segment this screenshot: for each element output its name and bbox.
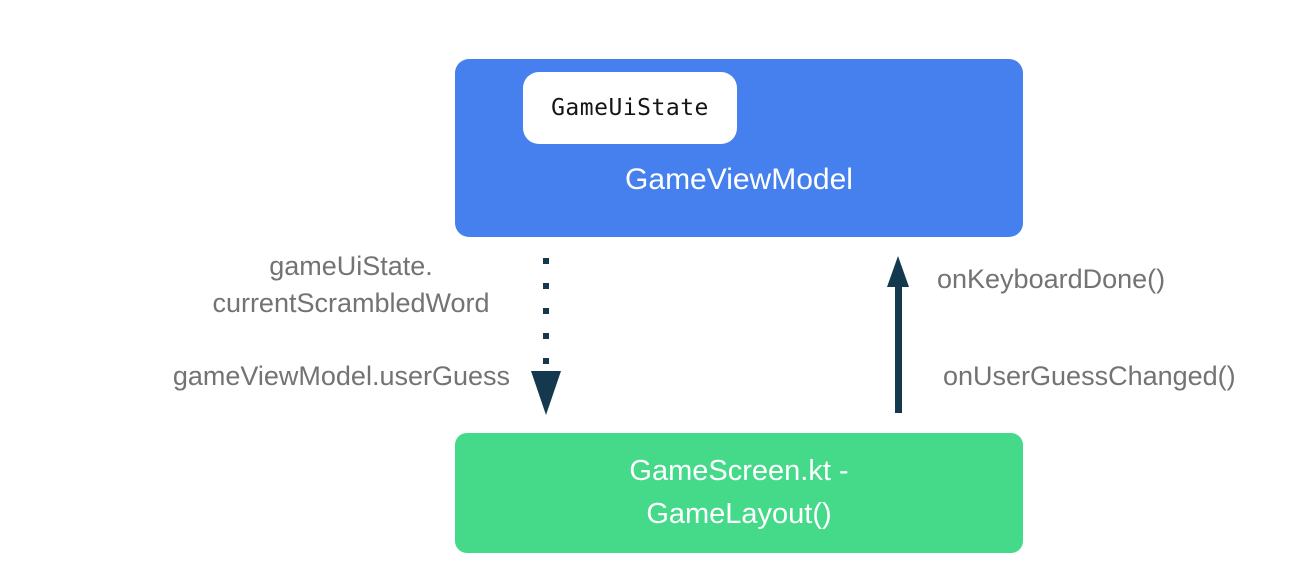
gameviewmodel-box: GameUiState GameViewModel: [455, 59, 1023, 237]
event-up-arrow-shaft: [895, 285, 902, 413]
state-flow-label-line2: currentScrambledWord: [212, 288, 490, 318]
state-down-arrow-shaft: [543, 258, 549, 364]
on-keyboard-done-label: onKeyboardDone(): [937, 264, 1166, 294]
user-guess-label: gameViewModel.userGuess: [172, 361, 510, 391]
gamescreen-title-line1: GameScreen.kt -: [629, 455, 849, 487]
state-flow-label-line1: gameUiState.: [269, 251, 433, 281]
gameuistate-chip: GameUiState: [523, 72, 737, 144]
gameuistate-chip-label: GameUiState: [551, 95, 709, 121]
event-up-arrow-head-icon: [887, 256, 909, 287]
on-user-guess-changed-label: onUserGuessChanged(): [943, 361, 1236, 391]
state-down-arrow-head-icon: [531, 371, 561, 415]
gamescreen-title-line2: GameLayout(): [646, 498, 832, 530]
gamescreen-box: GameScreen.kt - GameLayout(): [455, 433, 1023, 553]
state-flow-label: gameUiState. currentScrambledWord: [150, 248, 552, 322]
gameviewmodel-title: GameViewModel: [625, 163, 853, 196]
